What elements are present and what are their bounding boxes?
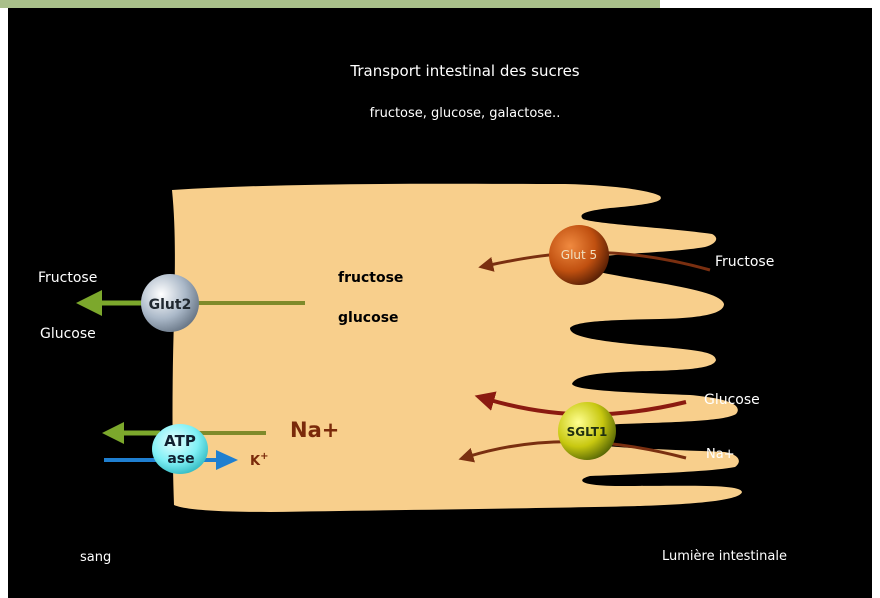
atpase-label-line1: ATP [164, 432, 196, 450]
cell-sodium-label: Na+ [290, 418, 339, 442]
right-glucose-label: Glucose [704, 392, 760, 408]
lumen-side-label: Lumière intestinale [662, 549, 787, 564]
cell-glucose-label: glucose [338, 310, 399, 326]
blood-side-label: sang [80, 550, 111, 565]
atpase-sodium-arrow-head [102, 422, 124, 444]
cell-fructose-label: fructose [338, 270, 403, 286]
diagram-subtitle: fructose, glucose, galactose.. [370, 106, 561, 121]
glut2-label: Glut2 [149, 297, 192, 313]
right-sodium-label: Na+ [706, 447, 735, 462]
glut2-exit-arrow-head [76, 290, 102, 316]
glut5-label: Glut 5 [561, 248, 597, 262]
atpase-label-line2: ase [167, 451, 194, 467]
right-fructose-label: Fructose [715, 254, 774, 270]
sglt1-label: SGLT1 [567, 425, 608, 439]
left-fructose-label: Fructose [38, 270, 97, 286]
potassium-label-sup: + [260, 451, 268, 462]
left-glucose-label: Glucose [40, 326, 96, 342]
diagram-title: Transport intestinal des sucres [349, 62, 579, 80]
